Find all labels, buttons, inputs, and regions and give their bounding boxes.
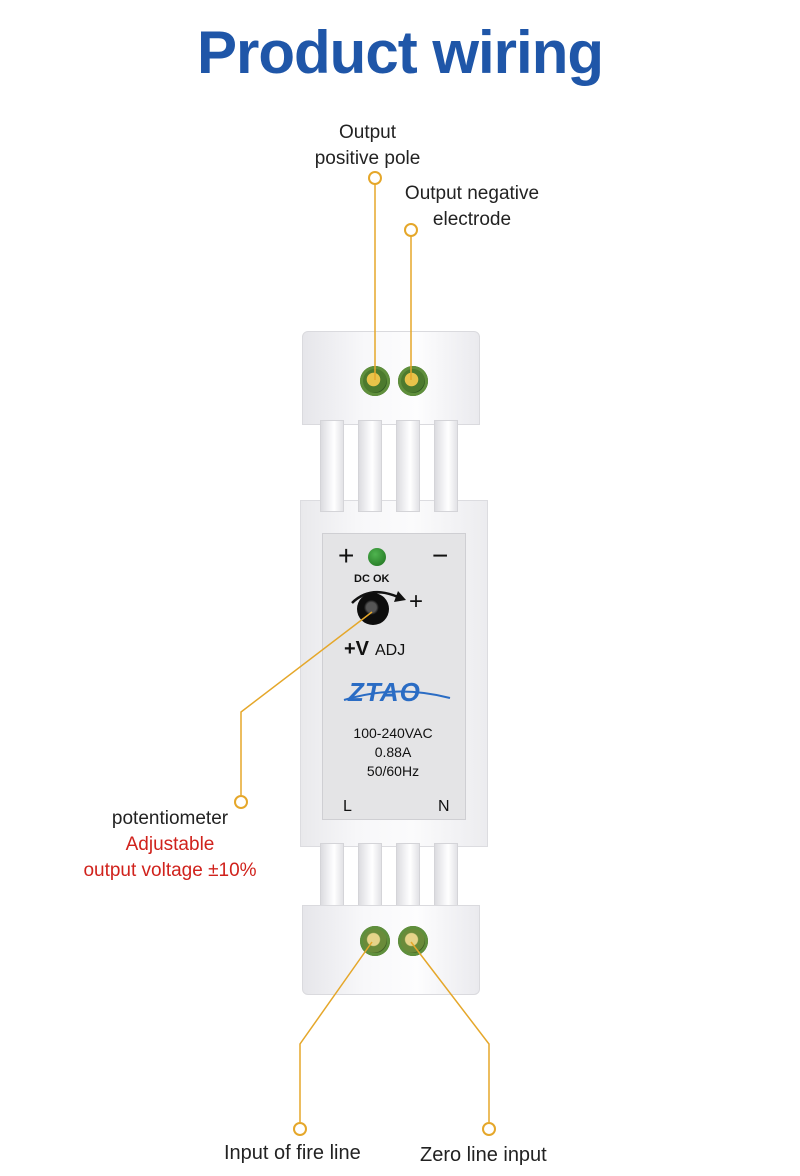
callout-dot-fire-line — [293, 1122, 307, 1136]
potentiometer-label: potentiometer Adjustable output voltage … — [70, 806, 270, 884]
output-negative-label: Output negative electrode — [404, 183, 540, 230]
brand-swoosh-icon — [343, 690, 451, 701]
callout-dot-positive — [368, 171, 382, 185]
top-ventilation-fins — [320, 420, 460, 512]
top-terminal-block — [302, 331, 480, 425]
panel-l: L — [343, 798, 352, 815]
front-label-panel — [322, 533, 466, 820]
panel-plus: + — [338, 540, 355, 571]
output-positive-label: Output positive pole — [314, 122, 421, 169]
dc-ok-label: DC OK — [354, 573, 390, 585]
v-adj-bold: +V — [344, 638, 370, 660]
zero-line-label: Zero line input — [420, 1144, 547, 1166]
output-negative-terminal-icon — [398, 366, 428, 396]
bottom-terminal-block — [302, 905, 480, 995]
spec-text: 100-240VAC 0.88A 50/60Hz — [353, 725, 433, 779]
dc-ok-led-icon — [368, 548, 386, 566]
page-title: Product wiring — [197, 19, 604, 86]
rotate-arrow-icon — [351, 590, 406, 604]
output-voltage-label: output voltage ±10% — [83, 860, 257, 881]
callout-dot-zero-line — [482, 1122, 496, 1136]
bottom-ventilation-fins — [320, 843, 460, 933]
panel-minus: − — [432, 540, 449, 571]
panel-n: N — [438, 798, 450, 815]
adjustable-label: Adjustable — [125, 834, 215, 855]
v-adj-label: ADJ — [375, 642, 406, 659]
fire-line-label: Input of fire line — [224, 1142, 361, 1164]
zero-line-terminal-icon — [398, 926, 428, 956]
pot-plus: + — [409, 588, 424, 615]
callout-dot-negative — [404, 223, 418, 237]
callout-dot-potentiometer — [234, 795, 248, 809]
